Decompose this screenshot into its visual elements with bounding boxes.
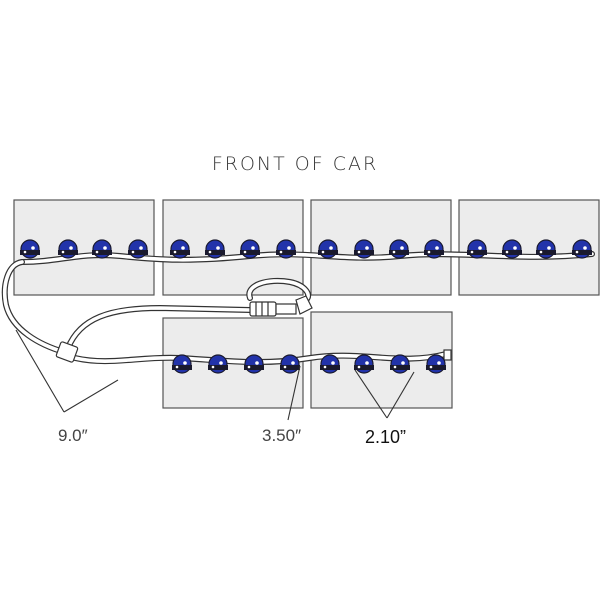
tube-loop	[247, 279, 310, 302]
clip-icon	[318, 239, 338, 259]
dim-label-clip-to-cell: 3.50″	[262, 426, 301, 445]
dim-leader-210	[386, 371, 415, 419]
clip-icon	[390, 354, 410, 374]
clip-icon	[536, 239, 556, 259]
dim-leader-210	[354, 369, 388, 419]
connector-plug	[295, 295, 313, 315]
clip-icon	[280, 354, 300, 374]
clip-icon	[128, 239, 148, 259]
tube-left-descent	[3, 260, 66, 354]
clip-icon	[58, 239, 78, 259]
clip-icon	[426, 354, 446, 374]
dim-leader-350	[287, 365, 301, 421]
clip-icon	[170, 239, 190, 259]
clip-icon	[389, 239, 409, 259]
clip-icon	[20, 239, 40, 259]
inlet-connector	[249, 295, 313, 317]
clip-icon	[276, 239, 296, 259]
clip-group	[20, 239, 592, 374]
dim-leader-9in	[63, 379, 119, 413]
dimension-lines	[15, 329, 415, 421]
diagram-title: FRONT OF CAR	[212, 153, 378, 175]
tube-end-cap	[443, 349, 452, 361]
connector-body	[249, 301, 277, 317]
dim-label-tube-length: 9.0″	[58, 426, 88, 445]
dim-label-clip-spacing: 2.10”	[365, 427, 406, 447]
clip-icon	[572, 239, 592, 259]
clip-icon	[320, 354, 340, 374]
clip-icon	[92, 239, 112, 259]
tube-inlet-branch	[66, 306, 252, 350]
clip-icon	[354, 239, 374, 259]
clip-icon	[502, 239, 522, 259]
clip-icon	[244, 354, 264, 374]
clip-icon	[240, 239, 260, 259]
connector-nut	[275, 303, 297, 315]
clip-icon	[205, 239, 225, 259]
tee-fitting	[55, 341, 79, 363]
dim-leader-9in	[15, 329, 65, 413]
clip-icon	[208, 354, 228, 374]
clip-icon	[467, 239, 487, 259]
clip-icon	[424, 239, 444, 259]
clip-icon	[172, 354, 192, 374]
clip-icon	[354, 354, 374, 374]
